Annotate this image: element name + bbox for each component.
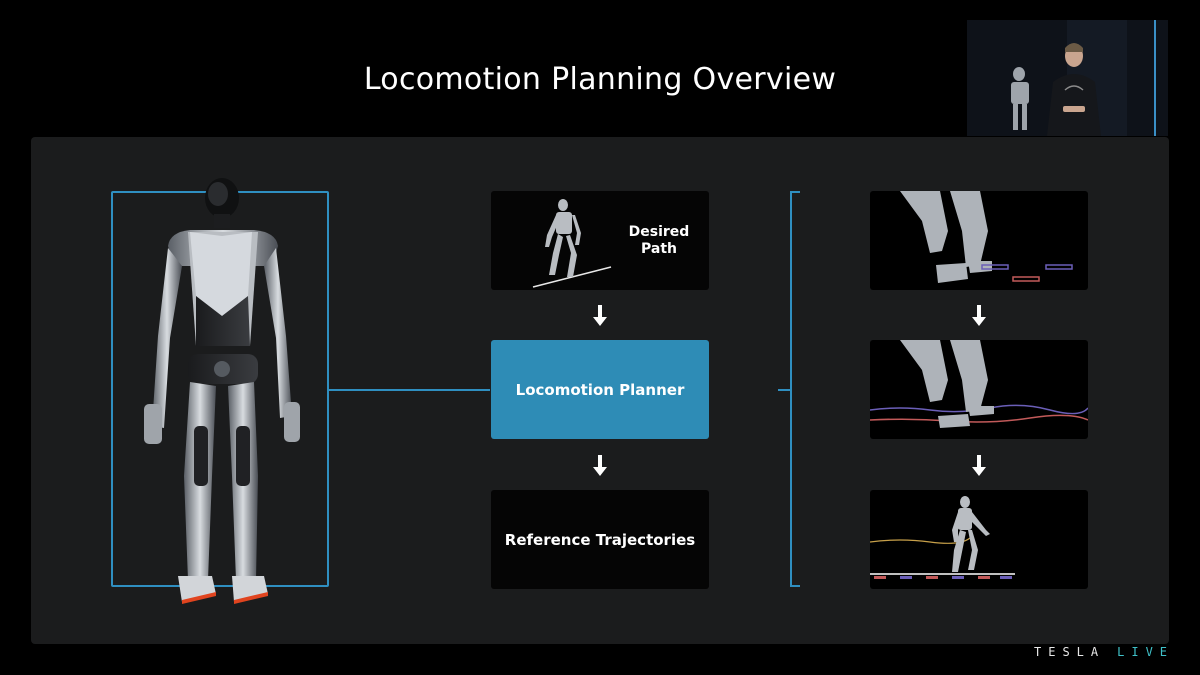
down-arrow-icon <box>593 455 607 476</box>
tesla-live-logo: TESLA LIVE <box>1034 645 1174 659</box>
bracket <box>790 191 800 587</box>
desired-path-box: Desired Path <box>491 191 709 290</box>
walking-trajectory-frame <box>870 490 1088 589</box>
footstep-frame <box>870 191 1088 290</box>
presenter-video-inset <box>967 20 1168 136</box>
down-arrow-icon <box>972 305 986 326</box>
legs-trajectory-image <box>870 340 1088 428</box>
bracket-tick <box>778 389 790 391</box>
swing-trajectory-frame <box>870 340 1088 439</box>
legs-footstep-image <box>900 191 1073 283</box>
walking-robot-image <box>532 199 612 288</box>
brand-text: TESLA <box>1034 645 1106 659</box>
walking-robot-trajectory-image <box>870 496 1015 579</box>
down-arrow-icon <box>593 305 607 326</box>
live-text: LIVE <box>1117 645 1175 659</box>
reference-trajectories-box: Reference Trajectories <box>491 490 709 589</box>
connector-line <box>329 389 490 391</box>
slide-title: Locomotion Planning Overview <box>363 62 837 97</box>
presenter-figure <box>967 20 1168 136</box>
locomotion-planner-box: Locomotion Planner <box>491 340 709 439</box>
reference-trajectories-label: Reference Trajectories <box>504 531 696 549</box>
down-arrow-icon <box>972 455 986 476</box>
inset-accent-bar <box>1154 20 1156 136</box>
humanoid-robot-image <box>144 178 300 604</box>
locomotion-planner-label: Locomotion Planner <box>515 381 685 399</box>
desired-path-label: Desired Path <box>628 224 690 257</box>
